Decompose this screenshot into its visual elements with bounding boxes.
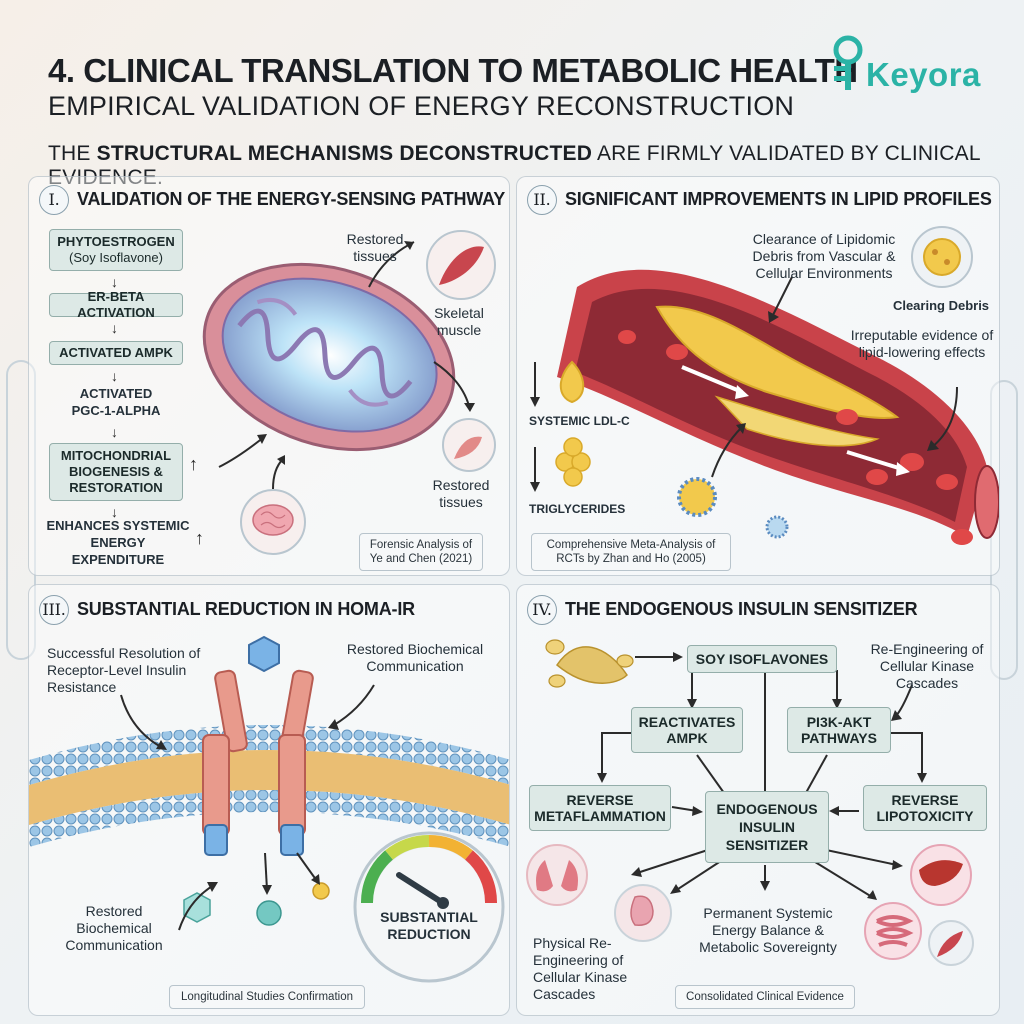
- step-energy-line1: ENHANCES SYSTEMIC: [46, 518, 190, 533]
- label-resolution: Successful Resolution of Receptor-Level …: [47, 645, 201, 695]
- signal-molecule-icon: [183, 892, 211, 923]
- label-restored-tissues-top: Restored tissues: [346, 231, 404, 264]
- panel-4-title: IV. THE ENDOGENOUS INSULIN SENSITIZER: [527, 595, 918, 625]
- citation-longitudinal: Longitudinal Studies Confirmation: [169, 985, 365, 1009]
- step-energy-expenditure: ENHANCES SYSTEMIC ENERGY EXPENDITURE: [43, 517, 193, 568]
- arrow-down-icon: ↓: [111, 424, 118, 440]
- label-restored-communication-bottom: Restored Biochemical Communication: [65, 903, 163, 953]
- label-reengineering-top: Re-Engineering of Cellular Kinase Cascad…: [870, 641, 984, 691]
- signal-molecule-icon: [256, 900, 282, 926]
- gauge-label: SUBSTANTIAL REDUCTION: [367, 909, 491, 943]
- panel-4-illustration: [526, 639, 974, 966]
- intro-bold: STRUCTURAL MECHANISMS DECONSTRUCTED: [96, 142, 593, 165]
- gauge-label-line1: SUBSTANTIAL: [380, 909, 478, 925]
- step-phytoestrogen-sub: (Soy Isoflavone): [69, 250, 163, 265]
- mitochondrion-icon: [202, 262, 456, 452]
- keyora-logo-icon: [833, 35, 863, 90]
- panel-4-title-text: THE ENDOGENOUS INSULIN SENSITIZER: [565, 598, 918, 619]
- ldl-droplet-icon: [559, 360, 585, 404]
- step-mitochondrial-biogenesis: MITOCHONDRIAL BIOGENESIS & RESTORATION: [49, 443, 183, 501]
- panel-2-title: II. SIGNIFICANT IMPROVEMENTS IN LIPID PRO…: [527, 185, 992, 215]
- panel-3-illustration: [29, 635, 509, 983]
- citation-consolidated: Consolidated Clinical Evidence: [675, 985, 855, 1009]
- arrow-down-icon: ↓: [111, 320, 118, 336]
- panel-2-illustration: [530, 226, 999, 545]
- label-restored-communication-top: Restored Biochemical Communication: [346, 641, 484, 674]
- gauge-label-line2: REDUCTION: [387, 926, 471, 942]
- triglyceride-icon: [555, 437, 591, 487]
- label-clearance: Clearance of Lipidomic Debris from Vascu…: [752, 231, 896, 281]
- step-phytoestrogen-label: PHYTOESTROGEN: [57, 234, 175, 249]
- panel-1-illustration: [202, 230, 496, 555]
- lungs-icon: [526, 844, 588, 906]
- signal-molecule-icon: [312, 882, 330, 900]
- step-pgc1-line2: PGC-1-ALPHA: [71, 403, 161, 418]
- arrow-down-icon: ↓: [111, 274, 118, 290]
- label-energy-balance: Permanent Systemic Energy Balance & Meta…: [699, 905, 837, 955]
- step-pgc1: ACTIVATED PGC-1-ALPHA: [49, 385, 183, 419]
- node-pi3k-akt: PI3K-AKT PATHWAYS: [787, 707, 891, 753]
- arrow-down-icon: ↓: [111, 504, 118, 520]
- label-skeletal-muscle: Skeletal muscle: [434, 305, 484, 338]
- step-phytoestrogen: PHYTOESTROGEN (Soy Isoflavone): [49, 229, 183, 271]
- panel-4-numeral: IV.: [527, 595, 557, 625]
- up-arrow-icon: ↑: [189, 454, 198, 474]
- up-arrow-icon: ↑: [195, 528, 204, 548]
- panel-lipid-profiles: II. SIGNIFICANT IMPROVEMENTS IN LIPID PRO…: [516, 176, 1000, 576]
- label-lipid-evidence: Irreputable evidence of lipid-lowering e…: [850, 327, 994, 360]
- node-endogenous-sensitizer: ENDOGENOUS INSULIN SENSITIZER: [705, 791, 829, 863]
- page-subtitle: EMPIRICAL VALIDATION OF ENERGY RECONSTRU…: [48, 91, 795, 121]
- node-soy-isoflavones: SOY ISOFLAVONES: [687, 645, 837, 673]
- panel-homa-ir: III. SUBSTANTIAL REDUCTION IN HOMA-IR: [28, 584, 510, 1016]
- label-physical-reengineering: Physical Re-Engineering of Cellular Kina…: [533, 935, 628, 1002]
- debris-particle-icon: [765, 515, 789, 539]
- node-reverse-lipotoxicity: REVERSE LIPOTOXICITY: [863, 785, 987, 831]
- arrow-down-icon: ↓: [111, 368, 118, 384]
- panel-3-title-text: SUBSTANTIAL REDUCTION IN HOMA-IR: [77, 598, 415, 619]
- panel-insulin-sensitizer: IV. THE ENDOGENOUS INSULIN SENSITIZER: [516, 584, 1000, 1016]
- panel-energy-sensing: I. VALIDATION OF THE ENERGY-SENSING PATHW…: [28, 176, 510, 576]
- intro-text: THE STRUCTURAL MECHANISMS DECONSTRUCTED …: [48, 142, 1024, 190]
- step-energy-line2: ENERGY EXPENDITURE: [71, 535, 165, 567]
- label-restored-tissues-bottom: Restored tissues: [432, 477, 490, 510]
- panel-1-numeral: I.: [39, 185, 69, 215]
- node-reactivates-ampk: REACTIVATES AMPK: [631, 707, 743, 753]
- step-ampk: ACTIVATED AMPK: [49, 341, 183, 365]
- logo-text: Keyora: [866, 56, 981, 93]
- insulin-receptor-icon: [202, 635, 314, 856]
- panel-1-title: I. VALIDATION OF THE ENERGY-SENSING PATHW…: [39, 185, 505, 215]
- soybean-icon: [545, 639, 634, 688]
- step-er-beta: ER-BETA ACTIVATION: [49, 289, 183, 320]
- node-reverse-metaflammation: REVERSE METAFLAMMATION: [529, 785, 671, 831]
- panel-3-title: III. SUBSTANTIAL REDUCTION IN HOMA-IR: [39, 595, 415, 625]
- label-clearing-debris: Clearing Debris: [892, 298, 990, 313]
- blood-vessel-icon: [557, 269, 999, 545]
- citation-ye-chen: Forensic Analysis of Ye and Chen (2021): [359, 533, 483, 571]
- debris-particle-icon: [677, 477, 717, 517]
- cell-membrane-icon: [29, 725, 509, 847]
- intro-pre: THE: [48, 142, 97, 165]
- panel-2-title-text: SIGNIFICANT IMPROVEMENTS IN LIPID PROFIL…: [565, 188, 992, 209]
- citation-zhan-ho: Comprehensive Meta-Analysis of RCTs by Z…: [531, 533, 731, 571]
- panel-1-title-text: VALIDATION OF THE ENERGY-SENSING PATHWAY: [77, 188, 506, 209]
- step-pgc1-line1: ACTIVATED: [79, 386, 153, 401]
- decorative-frame-left: [6, 360, 36, 660]
- panel-2-numeral: II.: [527, 185, 557, 215]
- intro-post: ARE FIRMLY VALIDATED BY CLINICAL EVIDENC…: [48, 142, 980, 189]
- homa-ir-gauge-icon: [353, 831, 505, 983]
- label-triglycerides: TRIGLYCERIDES: [529, 502, 626, 516]
- label-ldl-c: SYSTEMIC LDL-C: [529, 414, 630, 428]
- page-title: 4. CLINICAL TRANSLATION TO METABOLIC HEA…: [48, 52, 858, 89]
- panel-3-numeral: III.: [39, 595, 69, 625]
